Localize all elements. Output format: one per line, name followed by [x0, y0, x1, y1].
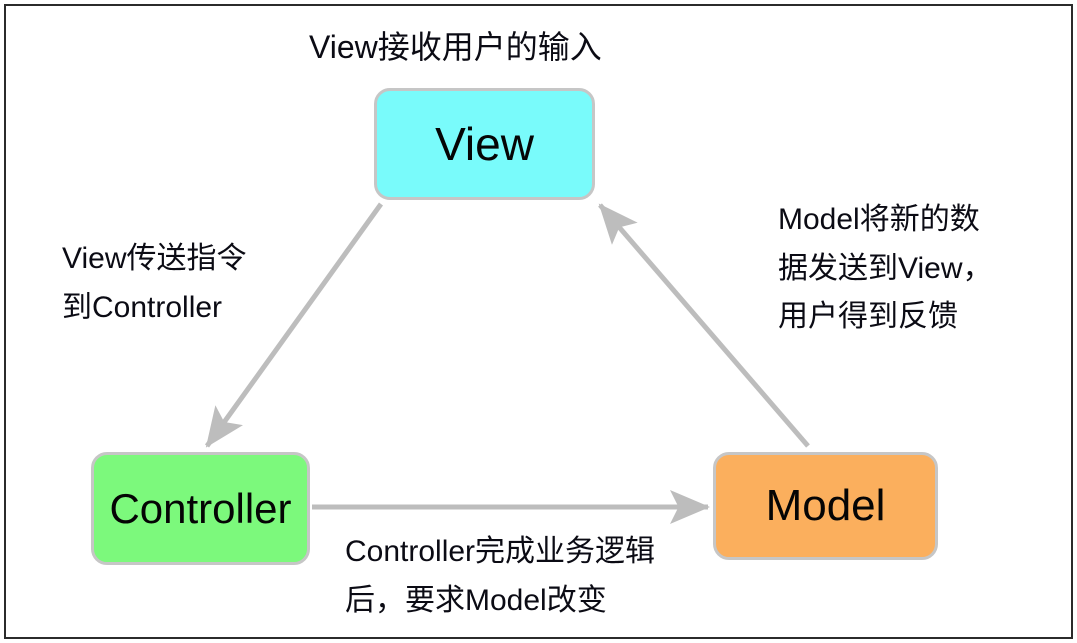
node-view[interactable]: View [374, 88, 595, 200]
node-controller[interactable]: Controller [91, 452, 310, 565]
node-model[interactable]: Model [713, 452, 938, 560]
caption-model-to-view: Model将新的数 据发送到View， 用户得到反馈 [778, 203, 993, 334]
caption-controller-to-model: Controller完成业务逻辑 后，要求Model改变 [345, 535, 656, 617]
arrow-model-to-view [598, 203, 810, 448]
arrow-view-to-controller [204, 202, 384, 448]
caption-view-receives-input: View接收用户的输入 [309, 29, 602, 65]
caption-view-to-controller: View传送指令 到Controller [62, 242, 247, 324]
